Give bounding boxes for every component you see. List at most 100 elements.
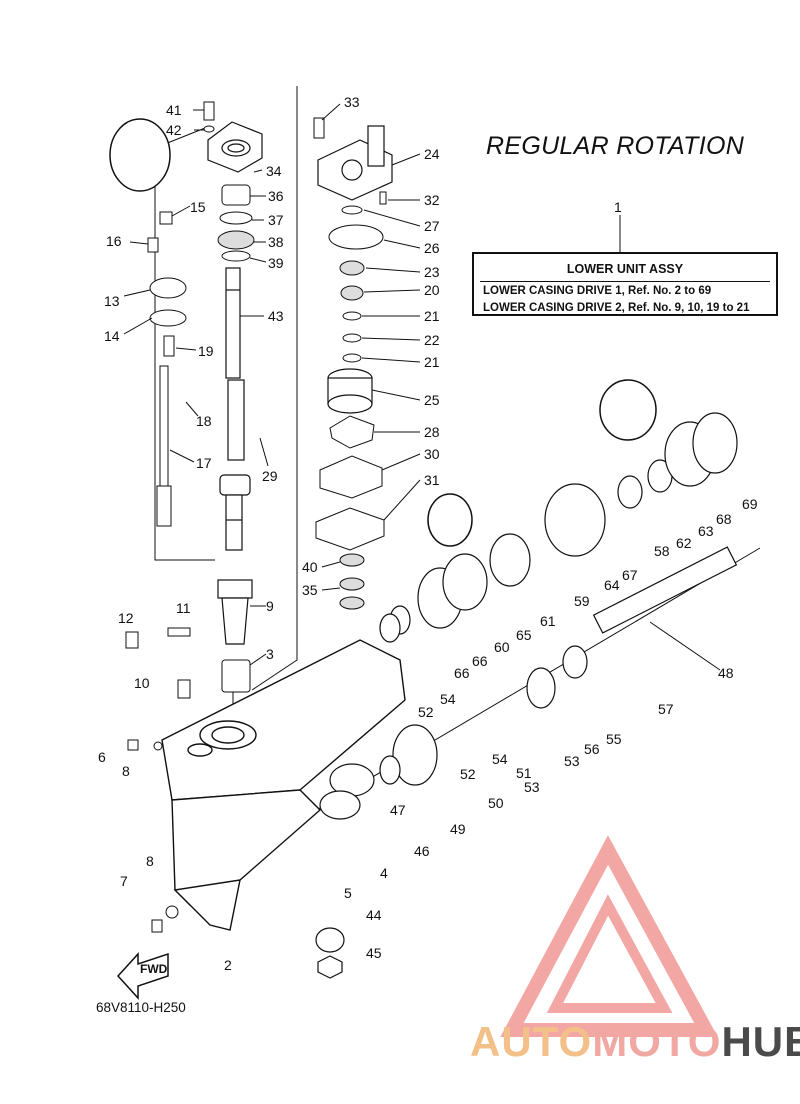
part-label: 35 <box>302 582 318 598</box>
part-25-cartridge <box>327 368 373 414</box>
part-label: 16 <box>106 233 122 249</box>
part-label: 10 <box>134 675 150 691</box>
part-label: 52 <box>460 766 476 782</box>
part-label: 37 <box>268 212 284 228</box>
part-label: 40 <box>302 559 318 575</box>
part-label: 43 <box>268 308 284 324</box>
part-label: 8 <box>122 763 130 779</box>
leader-lines <box>123 103 721 671</box>
part-27-oring <box>341 205 363 215</box>
part-label: 55 <box>606 731 622 747</box>
part-label: 52 <box>418 704 434 720</box>
diagram-code: 68V8110-H250 <box>96 1000 186 1015</box>
part-13-shift-bracket <box>149 277 187 299</box>
part-40-seal <box>339 553 365 567</box>
part-34-housing <box>207 121 263 173</box>
part-label: 63 <box>698 523 714 539</box>
part-15-bushing <box>159 211 173 225</box>
part-32-pin <box>379 191 387 205</box>
watermark-part-1: AUTO <box>470 1018 593 1065</box>
part-36-bearing <box>221 184 251 206</box>
part-label: 38 <box>268 234 284 250</box>
part-number-labels: 41 42 34 36 37 38 39 43 33 24 32 27 26 2… <box>98 94 758 973</box>
part-label: 2 <box>224 957 232 973</box>
part-label: 66 <box>454 665 470 681</box>
part-label: 56 <box>584 741 600 757</box>
part-label: 18 <box>196 413 212 429</box>
small-hardware <box>125 101 215 933</box>
part-label: 42 <box>166 122 182 138</box>
reference-box-header: LOWER UNIT ASSY <box>566 262 684 276</box>
part-label: 14 <box>104 328 120 344</box>
part-label: 24 <box>424 146 440 162</box>
part-label: 30 <box>424 446 440 462</box>
part-label: 58 <box>654 543 670 559</box>
part-label: 62 <box>676 535 692 551</box>
part-label: 8 <box>146 853 154 869</box>
reference-box-line-2: LOWER CASING DRIVE 2, Ref. No. 9, 10, 19… <box>483 302 750 314</box>
part-30-plate <box>319 455 383 499</box>
part-16-screw <box>147 237 159 253</box>
part-label: 65 <box>516 627 532 643</box>
part-23-seal <box>339 260 365 276</box>
lower-casing <box>161 639 406 931</box>
part-label: 4 <box>380 865 388 881</box>
part-label: 44 <box>366 907 382 923</box>
part-label: 53 <box>564 753 580 769</box>
part-label: 67 <box>622 567 638 583</box>
part-24-pump-housing <box>317 125 393 201</box>
part-label: 49 <box>450 821 466 837</box>
part-label: 39 <box>268 255 284 271</box>
part-label: 3 <box>266 646 274 662</box>
part-label: 54 <box>440 691 456 707</box>
part-label: 59 <box>574 593 590 609</box>
part-19-spring <box>163 335 175 357</box>
part-label: 61 <box>540 613 556 629</box>
prop-shaft-assembly <box>315 412 738 979</box>
reference-box: LOWER UNIT ASSY LOWER CASING DRIVE 1, Re… <box>472 252 778 316</box>
part-label: 5 <box>344 885 352 901</box>
watermark-part-3: HUB <box>721 1018 800 1065</box>
part-22-washer <box>342 333 362 343</box>
part-label: 64 <box>604 577 620 593</box>
part-26-oring <box>328 224 384 250</box>
part-label: 54 <box>492 751 508 767</box>
fwd-arrow-icon: FWD <box>116 952 169 1000</box>
part-label: 9 <box>266 598 274 614</box>
part-label: 69 <box>742 496 758 512</box>
part-33-bolt <box>313 117 325 139</box>
part-21-washer <box>342 311 362 321</box>
part-label: 48 <box>718 665 734 681</box>
part-label: 32 <box>424 192 440 208</box>
part-14-oring <box>149 309 187 327</box>
part-label: 33 <box>344 94 360 110</box>
part-label: 31 <box>424 472 440 488</box>
part-31-gasket <box>315 507 385 551</box>
part-39-oring <box>221 250 251 262</box>
part-label: 34 <box>266 163 282 179</box>
part-label: 45 <box>366 945 382 961</box>
part-28-impeller <box>329 415 375 449</box>
part-label: 51 <box>516 765 532 781</box>
part-label: 25 <box>424 392 440 408</box>
part-9-sleeve <box>217 579 253 645</box>
part-label: 60 <box>494 639 510 655</box>
watermark-triangle <box>500 835 718 1037</box>
part-label: 29 <box>262 468 278 484</box>
part-label: 27 <box>424 218 440 234</box>
part-label: 57 <box>658 701 674 717</box>
fwd-label: FWD <box>140 962 168 976</box>
part-43-drive-shaft <box>219 267 251 551</box>
part-label: 11 <box>176 600 191 616</box>
part-label: 46 <box>414 843 430 859</box>
watermark-part-2: MOTO <box>592 1018 722 1065</box>
part-label: 26 <box>424 240 440 256</box>
part-label: 28 <box>424 424 440 440</box>
part-label: 68 <box>716 511 732 527</box>
part-label: 53 <box>524 779 540 795</box>
part-label: 23 <box>424 264 440 280</box>
part-label: 7 <box>120 873 128 889</box>
part-label: 21 <box>424 354 440 370</box>
part-label: 12 <box>118 610 134 626</box>
